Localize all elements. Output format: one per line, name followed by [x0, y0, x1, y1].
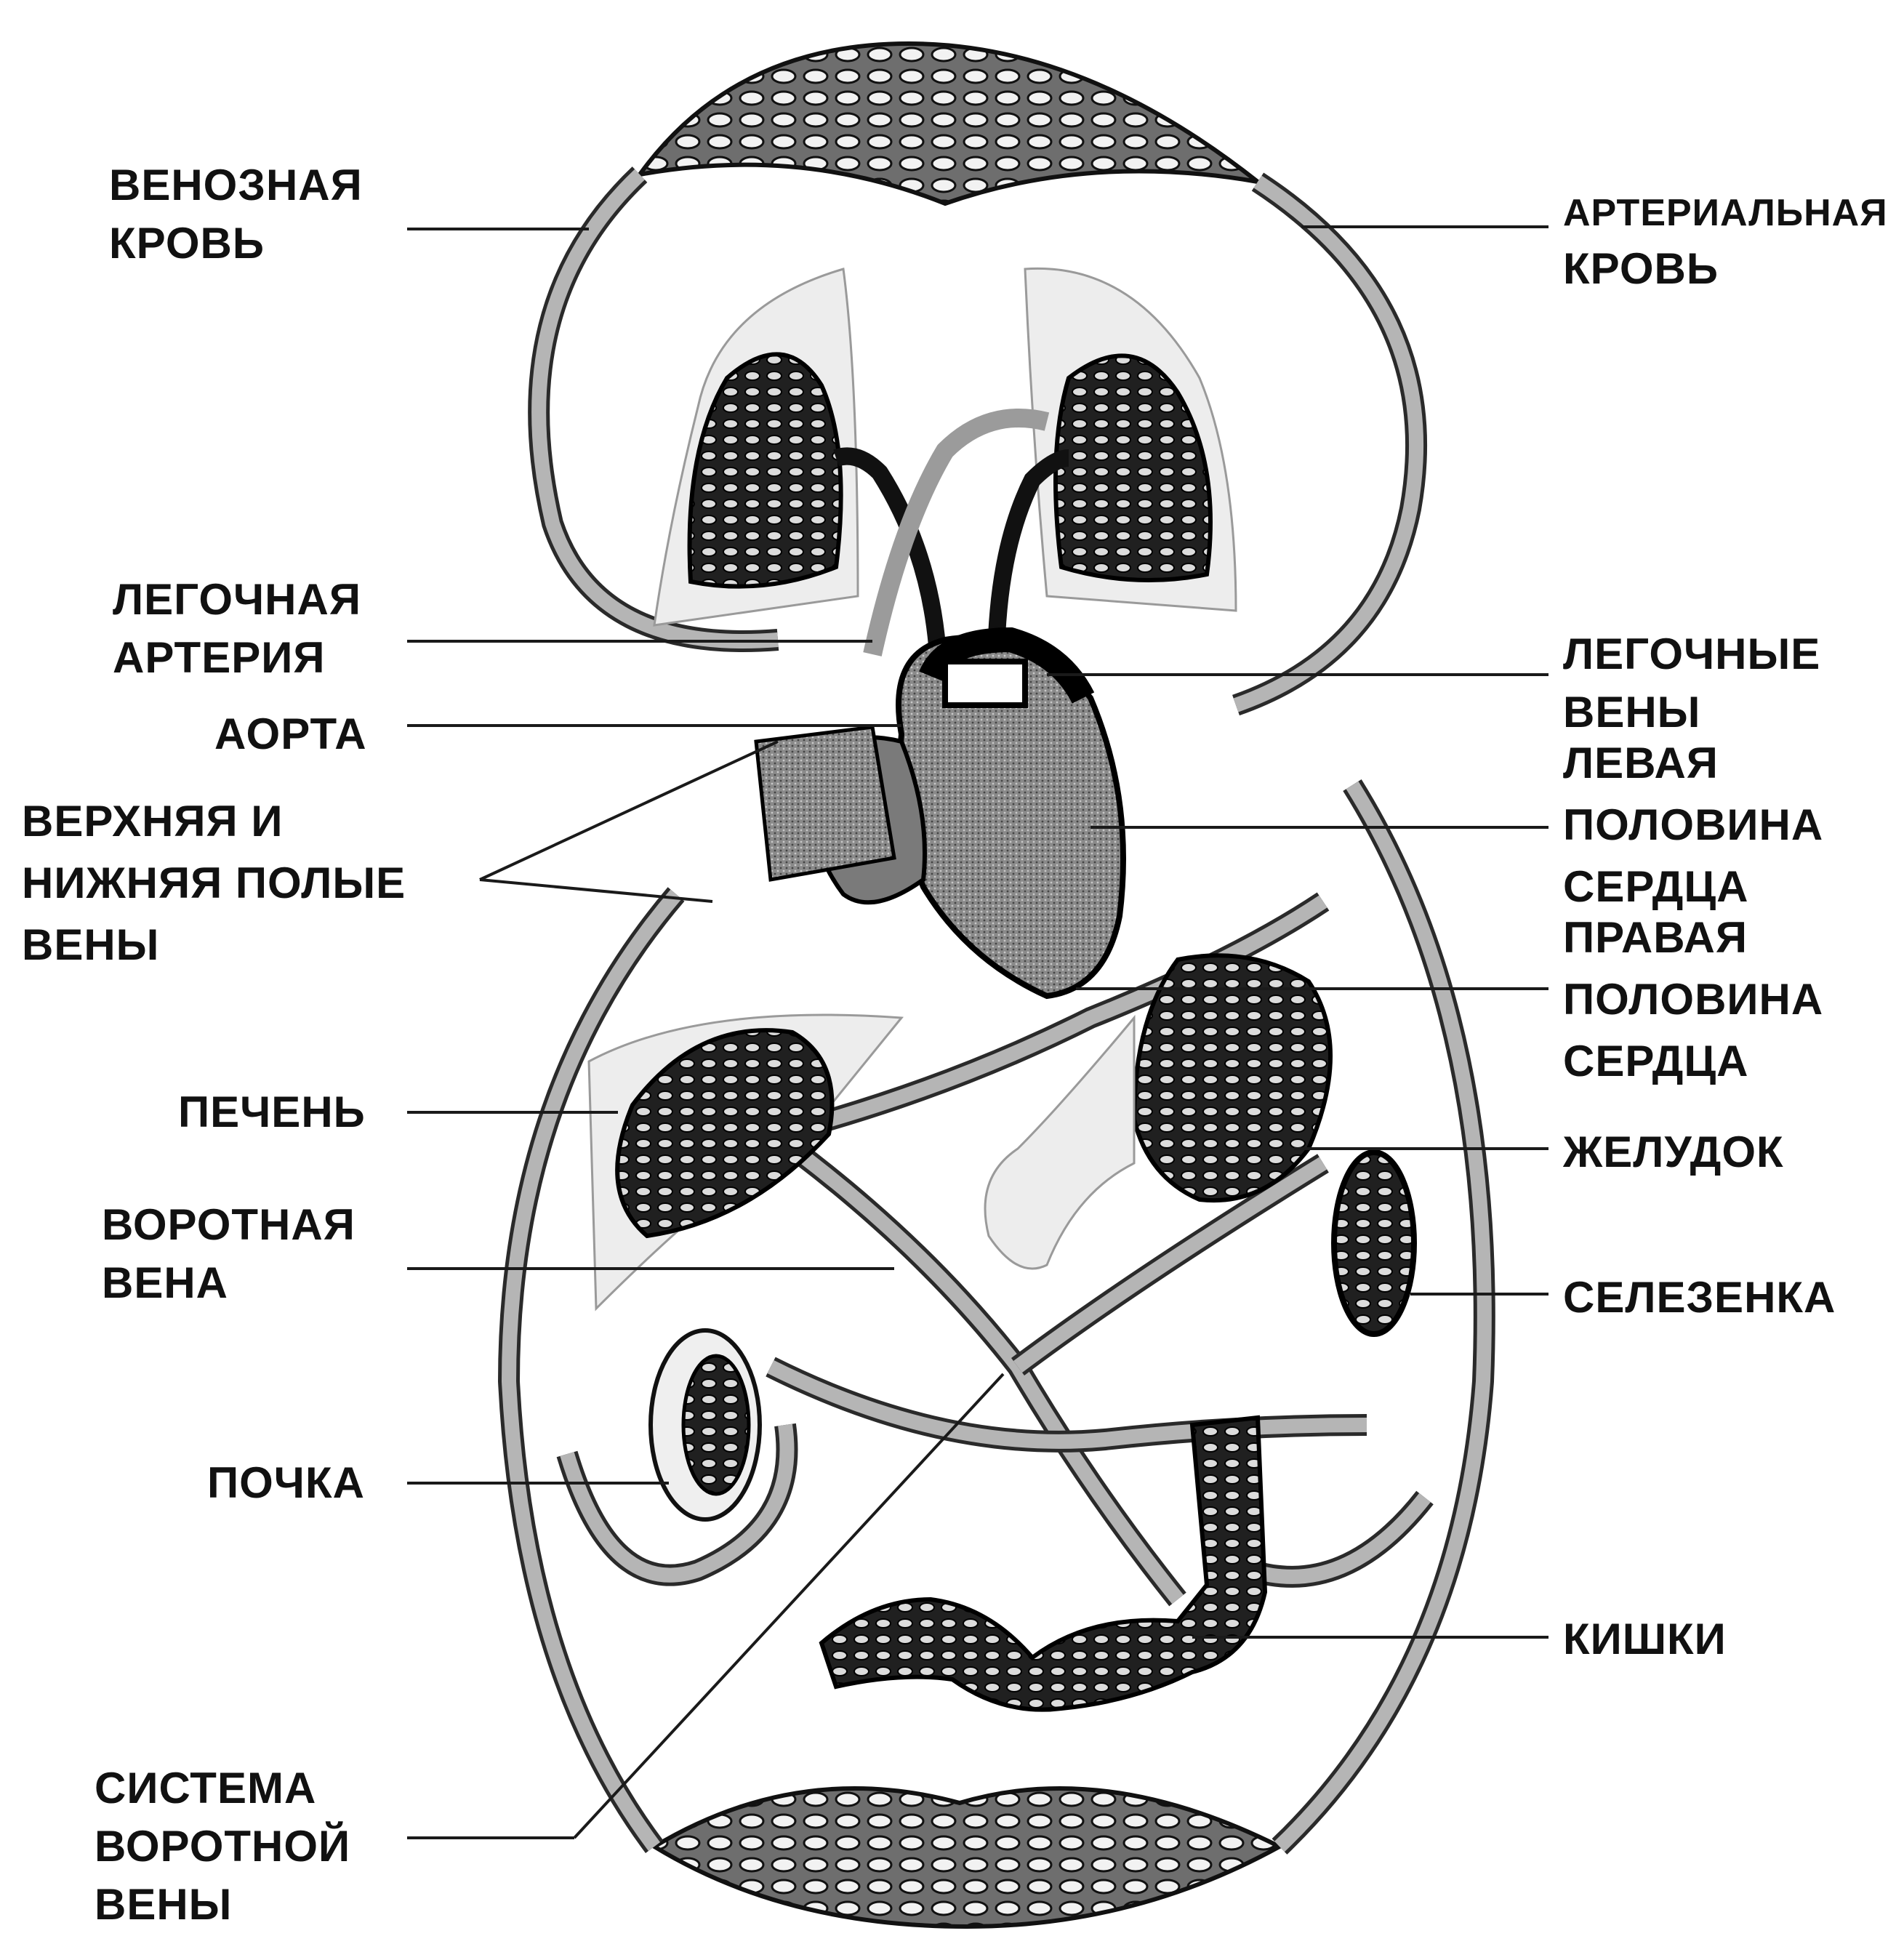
label-intestines: КИШКИ: [1563, 1615, 1727, 1663]
label-aorta: АОРТА: [214, 710, 367, 758]
lower-body-capillaries: [654, 1788, 1280, 1927]
label-right-heart: ПРАВАЯ ПОЛОВИНА СЕРДЦА: [1563, 913, 1836, 1085]
label-pulmonary-artery: ЛЕГОЧНАЯ АРТЕРИЯ: [113, 575, 374, 682]
right-lung: [654, 269, 858, 625]
pulmonary-vessels: [836, 418, 1069, 669]
label-pulmonary-veins: ЛЕГОЧНЫЕ ВЕНЫ: [1563, 630, 1833, 736]
label-spleen: СЕЛЕЗЕНКА: [1563, 1273, 1836, 1322]
label-liver: ПЕЧЕНЬ: [178, 1088, 366, 1136]
intestines: [822, 1418, 1265, 1710]
label-kidney: ПОЧКА: [207, 1458, 365, 1507]
stomach: [985, 955, 1330, 1269]
label-portal-vein: ВОРОТНАЯ ВЕНА: [102, 1200, 369, 1307]
spleen: [1334, 1152, 1414, 1334]
kidney: [651, 1330, 760, 1519]
liver: [589, 1015, 901, 1309]
label-left-heart: ЛЕВАЯ ПОЛОВИНА СЕРДЦА: [1563, 739, 1836, 911]
upper-body-capillaries: [640, 44, 1258, 204]
label-arterial-blood: АРТЕРИАЛЬНАЯ КРОВЬ: [1563, 192, 1899, 293]
left-lung: [1025, 268, 1236, 611]
label-venous-blood: ВЕНОЗНАЯ КРОВЬ: [109, 161, 375, 268]
label-stomach: ЖЕЛУДОК: [1562, 1128, 1784, 1176]
vena-cava: [756, 727, 894, 880]
label-vena-cava: ВЕРХНЯЯ И НИЖНЯЯ ПОЛЫЕ ВЕНЫ: [22, 797, 419, 969]
label-portal-system: СИСТЕМА ВОРОТНОЙ ВЕНЫ: [95, 1764, 363, 1929]
